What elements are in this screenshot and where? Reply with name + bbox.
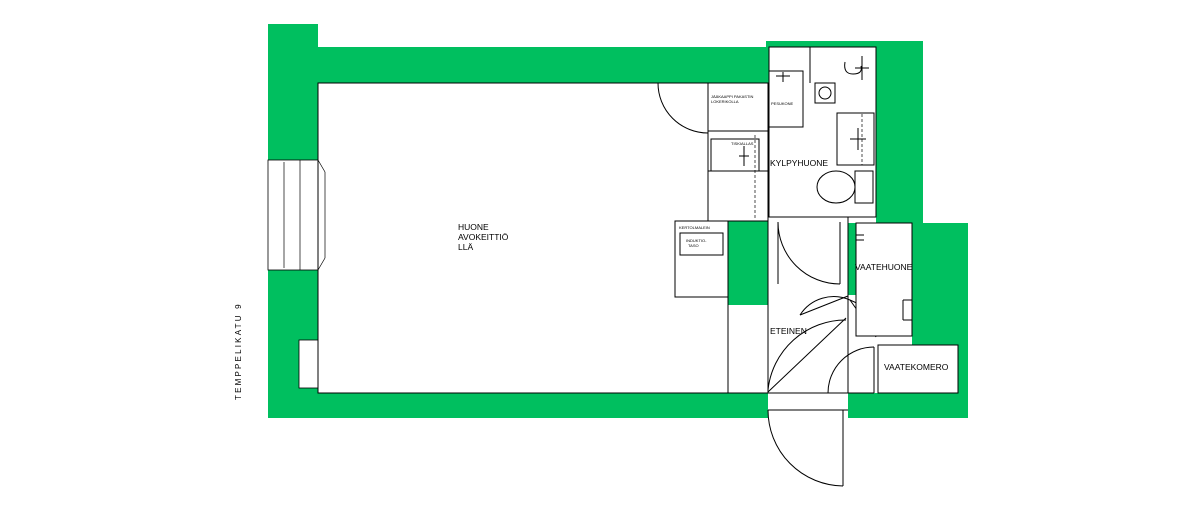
window-left: [267, 159, 326, 271]
oven-label-1: INDUKTIO-: [686, 238, 707, 243]
stove-label: KERTOLMALEIN: [679, 225, 710, 230]
washer-label: PESUKONE: [771, 101, 794, 106]
radiator: [298, 339, 319, 389]
kitchen-block: [707, 82, 769, 222]
dressing-room: [855, 222, 913, 337]
fixture-labels: JÄÄKAAPPI PAKASTIN LOKERIKOLLA PESUKONE …: [679, 94, 794, 248]
main-room-label-2: AVOKEITTIÖ: [458, 232, 509, 242]
street-label: TEMPPELIKATU 9: [234, 302, 243, 400]
bathroom: [768, 46, 877, 218]
hallway-label: ETEINEN: [770, 326, 807, 336]
main-room-label-1: HUONE: [458, 222, 489, 232]
counter-label: TISKIALLAS: [731, 141, 754, 146]
wardrobe: [877, 344, 959, 394]
oven-label-2: TASO: [688, 243, 699, 248]
bathroom-label: KYLPYHUONE: [770, 158, 828, 168]
wardrobe-label: VAATEKOMERO: [884, 362, 949, 372]
door-main-upper: [657, 82, 709, 134]
main-room-label-3: LLÄ: [458, 242, 473, 252]
dressing-room-label: VAATEHUONE: [855, 262, 913, 272]
stove-unit: [674, 220, 729, 393]
room-labels: HUONE AVOKEITTIÖ LLÄ KYLPYHUONE VAATEHUO…: [458, 158, 949, 372]
fridge-label-2: LOKERIKOLLA: [711, 99, 739, 104]
fridge-label-1: JÄÄKAAPPI PAKASTIN: [711, 94, 753, 99]
hallway: [767, 216, 877, 487]
